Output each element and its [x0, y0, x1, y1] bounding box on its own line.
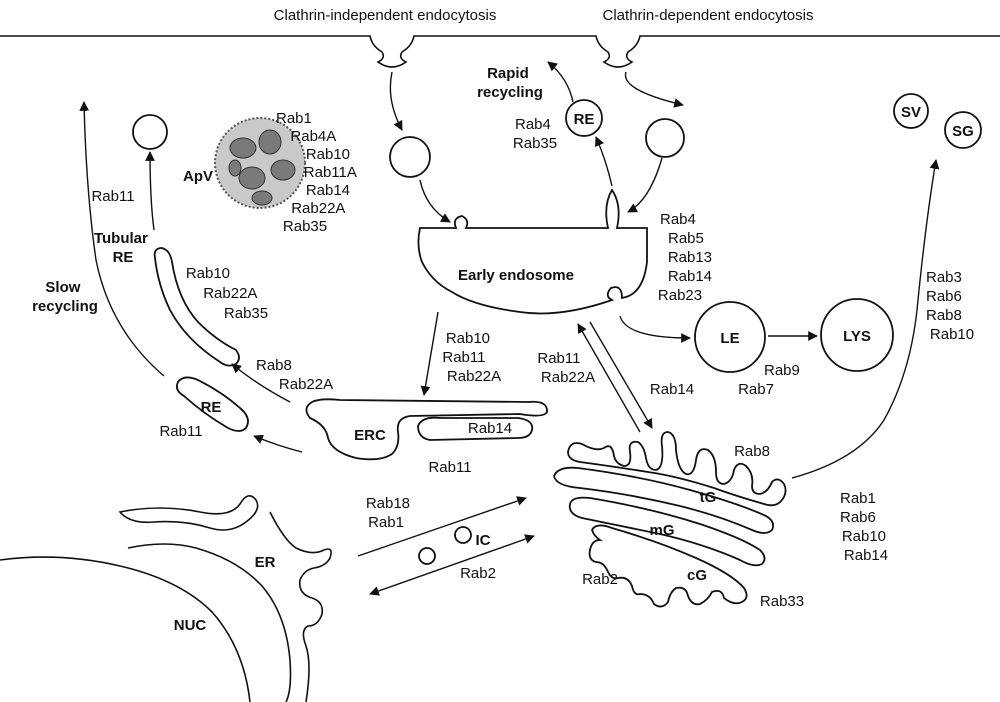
arrow-golgi-to-er	[369, 534, 535, 596]
trans-golgi-cisterna	[567, 431, 787, 507]
erc-lower-cisterna	[417, 416, 534, 441]
rab-re-left: Rab11	[159, 423, 202, 440]
arrow-erc-to-re	[253, 434, 303, 453]
secretory-granule	[944, 111, 982, 149]
arrow-ee-to-erc	[420, 311, 439, 396]
rab-list-le: Rab9 Rab7	[738, 362, 804, 398]
clathrin-independent-vesicle	[389, 136, 431, 178]
rab-ee-golgi-right: Rab14	[650, 381, 694, 398]
clathrin-dependent-label: Clathrin-dependent endocytosis	[603, 7, 814, 24]
arrow-ci-vesicle-to-ee	[419, 179, 451, 223]
ic-vesicle-1	[418, 547, 436, 565]
rab-tg-top: Rab8	[734, 443, 770, 460]
sv-label: SV	[901, 104, 921, 121]
apical-vesicle-image	[214, 117, 306, 209]
er-label: ER	[255, 554, 276, 571]
apv-label: ApV	[183, 168, 213, 185]
arrow-tubular-to-vesicle	[145, 151, 155, 231]
rab-list-golgi-right: Rab1 Rab6 Rab10 Rab14	[840, 490, 890, 564]
cg-label: cG	[687, 567, 707, 584]
rab-list-er-golgi-up: Rab18 Rab1	[366, 495, 414, 531]
tubular-re-vesicle	[132, 114, 168, 150]
plasma-membrane	[0, 35, 1000, 68]
arrow-cd-vesicle-to-ee	[627, 157, 663, 213]
trans-golgi-second-cisterna	[553, 466, 775, 534]
early-endosome-label: Early endosome	[458, 267, 574, 284]
tg-label: tG	[700, 489, 717, 506]
re-top-label: RE	[574, 111, 595, 128]
clathrin-dependent-vesicle	[645, 118, 685, 158]
rab-list-erc-to-tubular: Rab8 Rab22A	[256, 357, 333, 393]
ic-label: IC	[476, 532, 491, 549]
nuc-label: NUC	[174, 617, 207, 634]
clathrin-independent-label: Clathrin-independent endocytosis	[274, 7, 497, 24]
arrow-golgi-to-secretory	[791, 159, 940, 479]
rab-list-ee-golgi-left: Rab11 Rab22A	[537, 350, 595, 386]
tubular-recycling-endosome	[153, 247, 240, 367]
rab-list-ee-right: Rab4 Rab5 Rab13 Rab14 Rab23	[658, 211, 716, 304]
rab-list-rapid-re: Rab4 Rab35	[513, 116, 557, 152]
lysosome	[820, 298, 894, 372]
cis-golgi-cisterna	[588, 524, 748, 608]
arrow-erc-to-tubular	[231, 363, 291, 403]
lys-label: LYS	[843, 328, 871, 345]
arrow-cd-invagination-to-vesicle	[624, 71, 684, 108]
rab-erc-bottom: Rab11	[428, 459, 471, 476]
rab-list-ee-to-erc: Rab10 Rab11 Rab22A	[442, 330, 501, 385]
nuclear-envelope	[0, 556, 251, 702]
rab-list-tubular-re: Rab10 Rab22A Rab35	[186, 265, 268, 322]
re-left-label: RE	[201, 399, 222, 416]
arrow-golgi-to-ee	[577, 323, 641, 433]
early-endosome	[417, 188, 648, 315]
erc-label: ERC	[354, 427, 386, 444]
rab-list-apv: Rab1 Rab4A Rab10 Rab11A Rab14 Rab22A Rab…	[276, 110, 360, 235]
rab-list-secretory: Rab3 Rab6 Rab8 Rab10	[926, 269, 974, 343]
secretory-vesicle	[893, 93, 929, 129]
arrow-re-rapid-recycling	[547, 61, 574, 103]
arrow-ee-to-le	[619, 315, 691, 343]
late-endosome	[694, 301, 766, 373]
rab-tubular-up: Rab11	[91, 188, 134, 205]
golgi-apparatus	[553, 431, 787, 608]
recycling-endosome-left	[175, 376, 249, 432]
ic-vesicle-2	[454, 526, 472, 544]
le-label: LE	[720, 330, 739, 347]
rapid-recycling-endosome	[565, 99, 603, 137]
arrow-slow-recycling	[79, 101, 165, 377]
tubular-re-label: Tubular RE	[94, 230, 152, 266]
rab-erc-right: Rab14	[468, 420, 512, 437]
medial-golgi-cisterna	[568, 496, 766, 567]
slow-recycling-label: Slow recycling	[32, 279, 98, 315]
arrow-ci-invagination-to-vesicle	[389, 71, 403, 131]
sg-label: SG	[952, 123, 974, 140]
er-outer-membrane	[269, 511, 332, 702]
rab-er-golgi-down: Rab2	[460, 565, 496, 582]
rab-golgi-left: Rab2	[582, 571, 618, 588]
endoplasmic-reticulum	[118, 495, 292, 702]
mg-label: mG	[649, 522, 674, 539]
arrow-ee-to-re	[595, 136, 613, 187]
rapid-recycling-label: Rapid recycling	[477, 65, 543, 101]
endocytic-recycling-compartment	[305, 398, 548, 461]
arrow-ee-to-golgi	[589, 321, 653, 429]
rab-golgi-bottom: Rab33	[760, 593, 804, 610]
